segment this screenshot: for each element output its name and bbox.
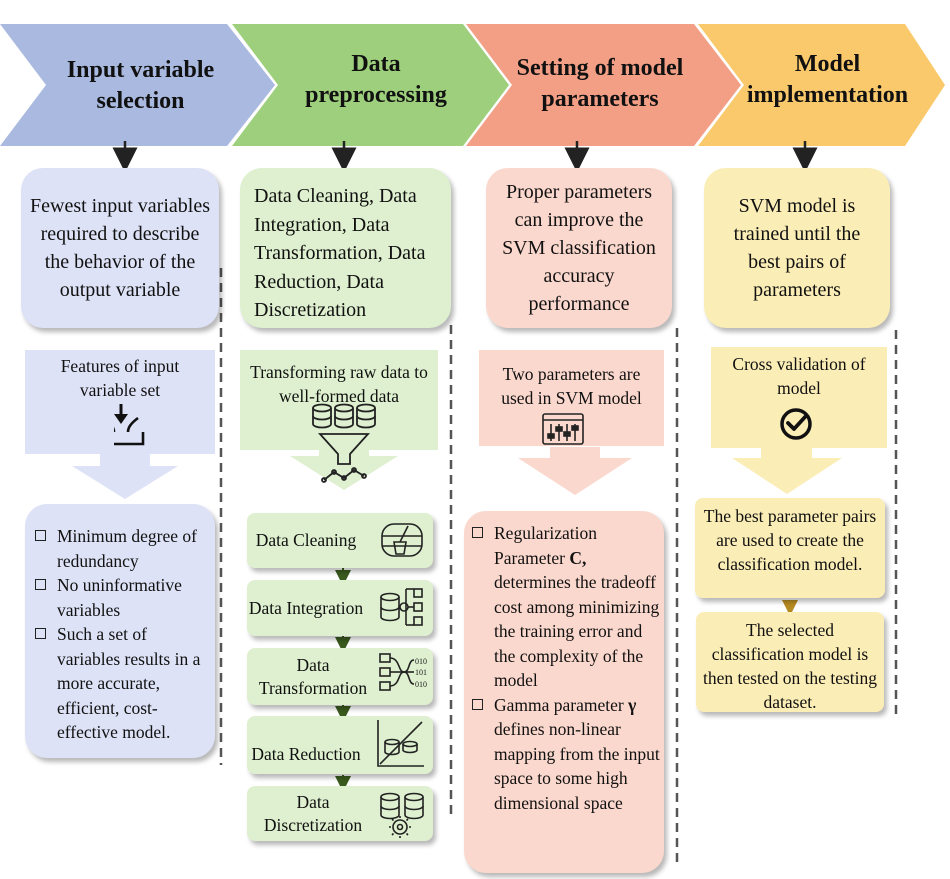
header-model-parameters: Setting of model parameters [516,55,684,112]
summary-box-model-parameters: Proper parameters can improve the SVM cl… [486,168,672,328]
step-label: Data Reduction [251,743,361,764]
list-item: Gamma parameter γ defines non-linear map… [470,693,660,816]
svg-text:010: 010 [415,657,427,666]
chevron-input-selection [0,24,275,146]
list-item: Such a set of variables results in a mor… [33,622,209,745]
data-transform-icon: 010 101 010 [379,653,427,691]
feature-label: Cross validation of model [732,354,866,398]
big-arrow-col1 [72,454,178,499]
header-data-preprocessing: Data preprocessing [305,51,447,108]
chevron-model-parameters [466,24,741,146]
list-item: Regularization Parameter C, determines t… [470,521,660,693]
bullet-box-input-selection: Minimum degree of redundancy No uninform… [25,504,215,758]
step-label: Data Cleaning [255,530,357,550]
step-data-integration: Data Integration [247,580,433,636]
chevron-data-preprocessing [232,24,509,146]
step-label: Data Discretization [263,791,363,835]
step-data-reduction: Data Reduction [247,716,433,774]
result-box-2: The selected classification model is the… [696,612,884,712]
step-data-discretization: Data Discretization [247,786,433,841]
big-arrow-col3 [518,447,632,495]
bullet-box-model-parameters: Regularization Parameter C, determines t… [464,511,664,873]
reduction-chart-icon [377,720,424,767]
database-funnel-icon [312,403,376,483]
feature-box-model-implementation: Cross validation of model [711,347,887,448]
database-broom-icon [381,523,423,557]
feature-label: Transforming raw data to well-formed dat… [250,362,428,406]
feature-label: Two parameters are used in SVM model [501,364,642,408]
feature-box-input-selection: Features of input variable set [25,350,215,454]
svg-text:010: 010 [415,680,427,689]
result-box-1: The best parameter pairs are used to cre… [695,498,885,598]
check-circle-icon [780,408,812,440]
chevron-model-implementation [698,24,945,146]
list-item: No uninformative variables [33,573,209,622]
database-merge-icon [380,588,423,626]
summary-box-data-preprocessing: Data Cleaning, Data Integration, Data Tr… [240,168,451,328]
feature-label: Features of input variable set [60,356,180,400]
svg-text:101: 101 [415,668,427,677]
step-data-transformation: Data Transformation [247,648,433,705]
sliders-icon [542,413,584,445]
big-arrow-col4 [732,448,842,494]
summary-box-model-implementation: SVM model is trained until the best pair… [704,168,890,328]
step-label: Data Transformation [258,654,368,698]
header-chevrons [0,24,945,146]
header-input-variable-selection: Input variable selection [66,57,215,114]
inward-arrows-icon [114,404,145,446]
header-model-implementation: Model implementation [746,51,909,108]
step-label: Data Integration [248,597,364,618]
summary-box-input-selection: Fewest input variables required to descr… [21,168,219,328]
database-gear-icon [380,792,424,838]
list-item: Minimum degree of redundancy [33,524,209,573]
step-data-cleaning: Data Cleaning [247,513,433,568]
